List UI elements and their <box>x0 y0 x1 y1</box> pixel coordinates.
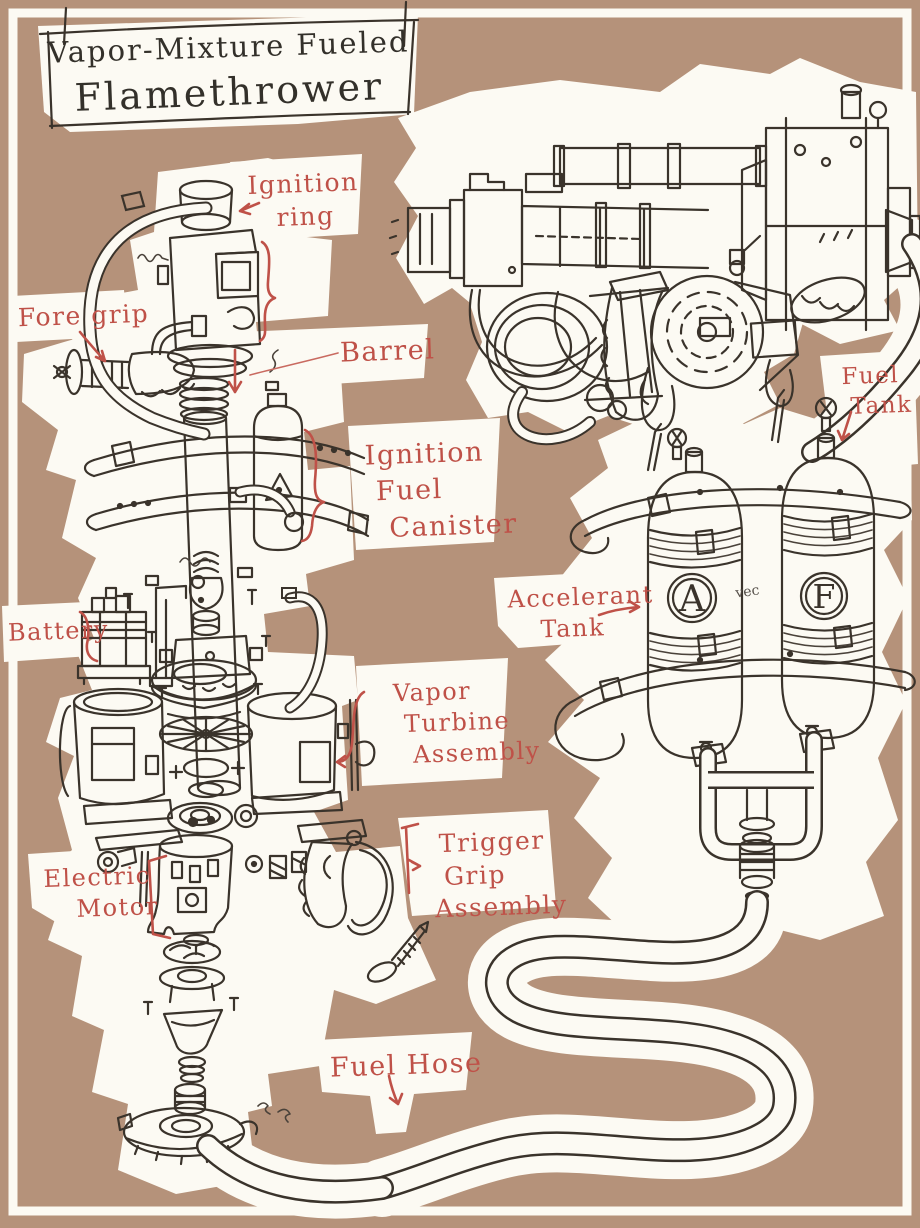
label-fore-grip: Fore grip <box>17 298 150 335</box>
label-barrel: Barrel <box>339 332 436 370</box>
label-line: Tank <box>540 613 606 644</box>
red-annotations <box>78 201 853 1106</box>
label-battery: Battery <box>7 614 110 649</box>
fore-grip-arrow <box>78 330 107 363</box>
page-frame <box>8 8 912 1216</box>
sketch-fuel-tanks <box>554 388 916 768</box>
battery-bracket <box>78 610 99 663</box>
label-line: Tank <box>850 391 913 420</box>
housing-bracket <box>258 240 277 343</box>
title-line-1: Vapor-Mixture Fueled <box>46 24 410 70</box>
barrel-leader-line <box>249 352 339 376</box>
label-ignition-ring: Ignition ring <box>247 166 360 235</box>
label-line: Electric <box>42 861 151 893</box>
sketch-exploded-parts <box>52 179 430 1166</box>
sketch-perspective-hose-loop <box>507 386 596 446</box>
sketch-exploded-hoses <box>83 190 328 714</box>
ignition-ring-arrow <box>238 201 261 216</box>
label-accelerant-tank: Accelerant Tank <box>507 579 655 646</box>
label-line: Fuel <box>841 362 900 391</box>
label-line: ring <box>276 200 336 232</box>
label-fuel-hose: Fuel Hose <box>329 1045 483 1085</box>
label-line: Assembly <box>434 889 568 924</box>
sketch-backpack-hose-upper <box>801 233 920 463</box>
sketch-flamethrower-side-view <box>388 83 920 421</box>
sketch-fuel-hose <box>196 890 797 1204</box>
accelerant-tank-arrow <box>597 599 641 617</box>
label-line: Battery <box>7 615 110 647</box>
tank-center-scribble: vec <box>733 582 760 601</box>
title-panel: Vapor-Mixture Fueled Flamethrower <box>37 12 421 138</box>
turbine-bracket <box>335 690 366 769</box>
label-line: Motor <box>76 892 160 924</box>
label-trigger-grip-assembly: Trigger Grip Assembly <box>432 824 568 926</box>
barrel-arrow <box>227 348 243 394</box>
label-line: Accelerant <box>506 580 655 614</box>
fuel-tank-arrow <box>836 410 853 442</box>
label-line: Barrel <box>339 334 436 369</box>
title-line-2: Flamethrower <box>73 64 385 120</box>
label-fuel-tank: Fuel Tank <box>835 361 913 423</box>
sketch-tank-manifold <box>699 731 823 902</box>
label-line: Fuel <box>375 474 444 508</box>
label-electric-motor: Electric Motor <box>43 860 159 926</box>
canister-bracket <box>300 428 326 543</box>
fuel-hose-arrow <box>387 1074 404 1106</box>
label-line: Assembly <box>412 736 542 770</box>
tank-f-marking: F <box>813 577 836 616</box>
title-panel-border <box>38 0 420 130</box>
label-line: Canister <box>388 508 519 544</box>
paper-cutouts <box>2 14 920 1219</box>
trigger-bracket <box>400 822 422 895</box>
sketch-flamethrower-perspective-view <box>485 234 800 432</box>
label-line: Fore grip <box>17 298 150 333</box>
label-ignition-fuel-canister: Ignition Fuel Canister <box>364 433 518 547</box>
tank-a-marking: A <box>678 579 706 620</box>
label-vapor-turbine-assembly: Vapor Turbine Assembly <box>384 673 541 772</box>
label-line: Fuel Hose <box>329 1047 483 1084</box>
label-line: Trigger <box>438 825 546 859</box>
label-line: Ignition <box>246 167 360 200</box>
label-line: Ignition <box>364 436 485 472</box>
label-line: Grip <box>443 859 507 891</box>
motor-bracket <box>147 854 172 940</box>
